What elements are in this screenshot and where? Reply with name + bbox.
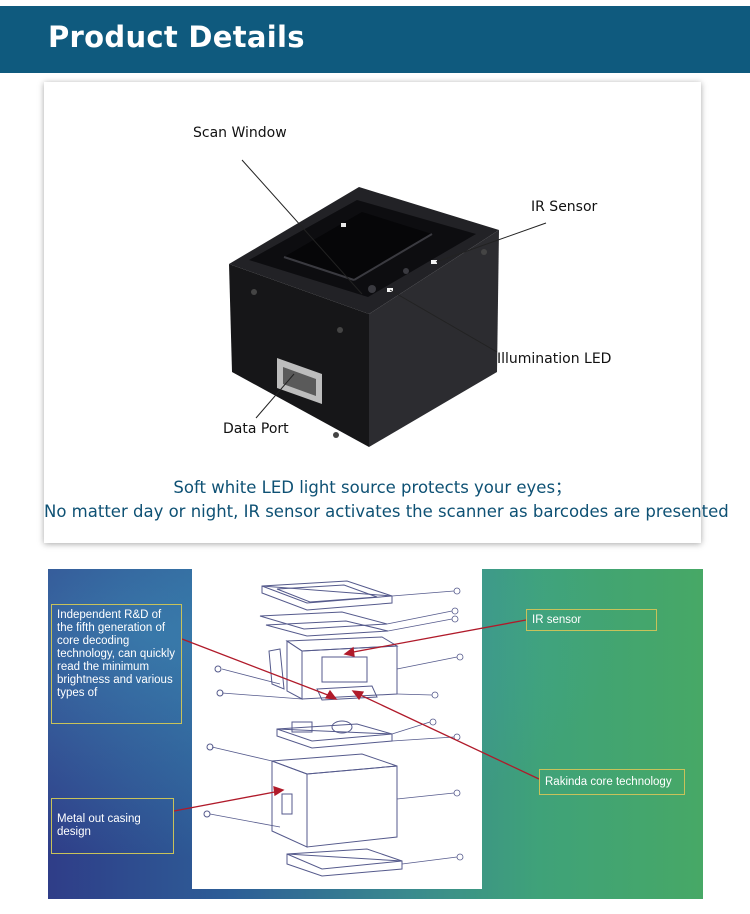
callout-scan-window: Scan Window bbox=[193, 125, 287, 141]
rnd-pointer bbox=[181, 638, 334, 698]
scanner-left-face bbox=[229, 264, 369, 447]
section-title: Product Details bbox=[48, 20, 305, 54]
ir-sensor-pointer bbox=[435, 222, 547, 263]
label-rnd: Independent R&D of the fifth generation … bbox=[51, 604, 182, 724]
casing-pointer bbox=[173, 790, 281, 812]
exploded-view-panel: Independent R&D of the fifth generation … bbox=[48, 569, 703, 899]
callout-data-port: Data Port bbox=[223, 421, 289, 437]
callout-illumination-led: Illumination LED bbox=[497, 351, 612, 367]
label-core-tech: Rakinda core technology bbox=[539, 769, 685, 795]
scanner-illustration bbox=[229, 159, 547, 447]
ir-sensor-pointer-line bbox=[347, 619, 527, 654]
pointer-lines bbox=[173, 619, 540, 812]
scan-window bbox=[284, 212, 432, 280]
caption-led: Soft white LED light source protects you… bbox=[173, 478, 572, 497]
section-header: Product Details bbox=[0, 6, 750, 73]
exploded-diagram-drawing bbox=[203, 580, 464, 877]
scan-window-pointer bbox=[241, 159, 363, 295]
data-port-pointer bbox=[255, 373, 295, 419]
label-ir-sensor: IR sensor bbox=[526, 609, 657, 631]
callout-ir-sensor: IR Sensor bbox=[531, 199, 598, 215]
product-photo-card: Scan Window IR Sensor Illumination LED D… bbox=[44, 82, 729, 543]
core-tech-pointer bbox=[355, 692, 540, 780]
scanner-right-face bbox=[369, 230, 499, 447]
illumination-led-pointer bbox=[389, 289, 498, 353]
ir-sensor-light bbox=[431, 260, 437, 264]
label-casing: Metal out casing design bbox=[51, 798, 174, 854]
caption-ir-sensor: No matter day or night, IR sensor activa… bbox=[44, 502, 729, 521]
